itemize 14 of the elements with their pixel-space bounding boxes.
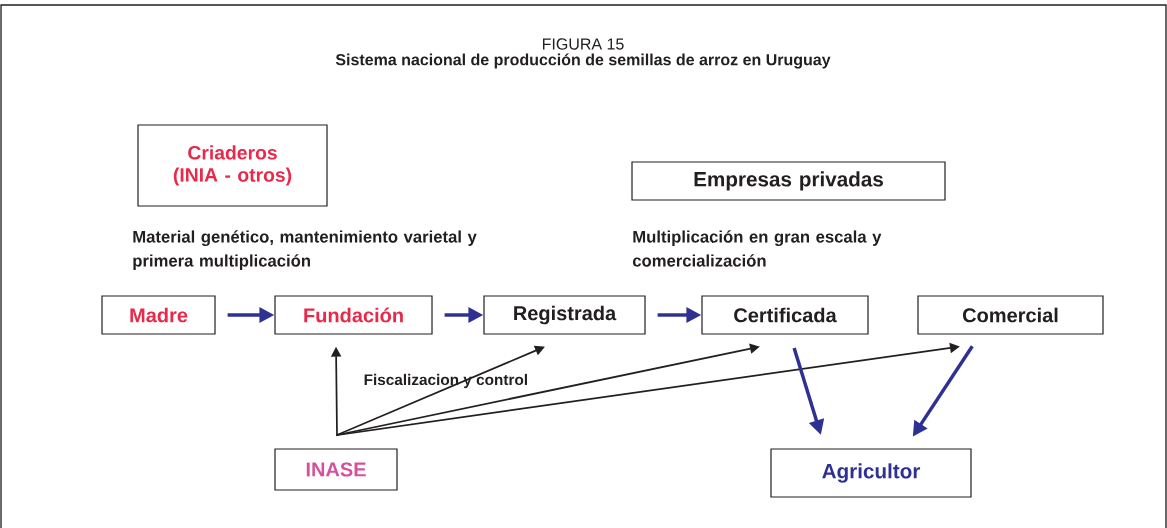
stage-box: Criaderos (INIA - otros): [137, 124, 328, 207]
stage-box: Certificada: [701, 295, 869, 335]
arrow: [336, 345, 545, 437]
stage-box: Madre: [101, 295, 216, 335]
stage-box: Comercial: [917, 295, 1104, 335]
stage-box: Fundación: [274, 295, 433, 335]
stage-box: Empresas privadas: [631, 161, 946, 201]
stage-box: INASE: [274, 448, 398, 491]
figure-heading: Sistema nacional de producción de semillas de arroz en Uruguay: [335, 53, 831, 69]
stage-box: Registrada: [483, 295, 646, 335]
description-text: Multiplicación en gran escala y comercialización: [632, 230, 882, 267]
stage-box: Agricultor: [770, 448, 972, 498]
figure-title: FIGURA 15: [543, 38, 624, 50]
description-text: Material genético, mantenimiento varietal y primera multiplicación: [133, 230, 477, 270]
